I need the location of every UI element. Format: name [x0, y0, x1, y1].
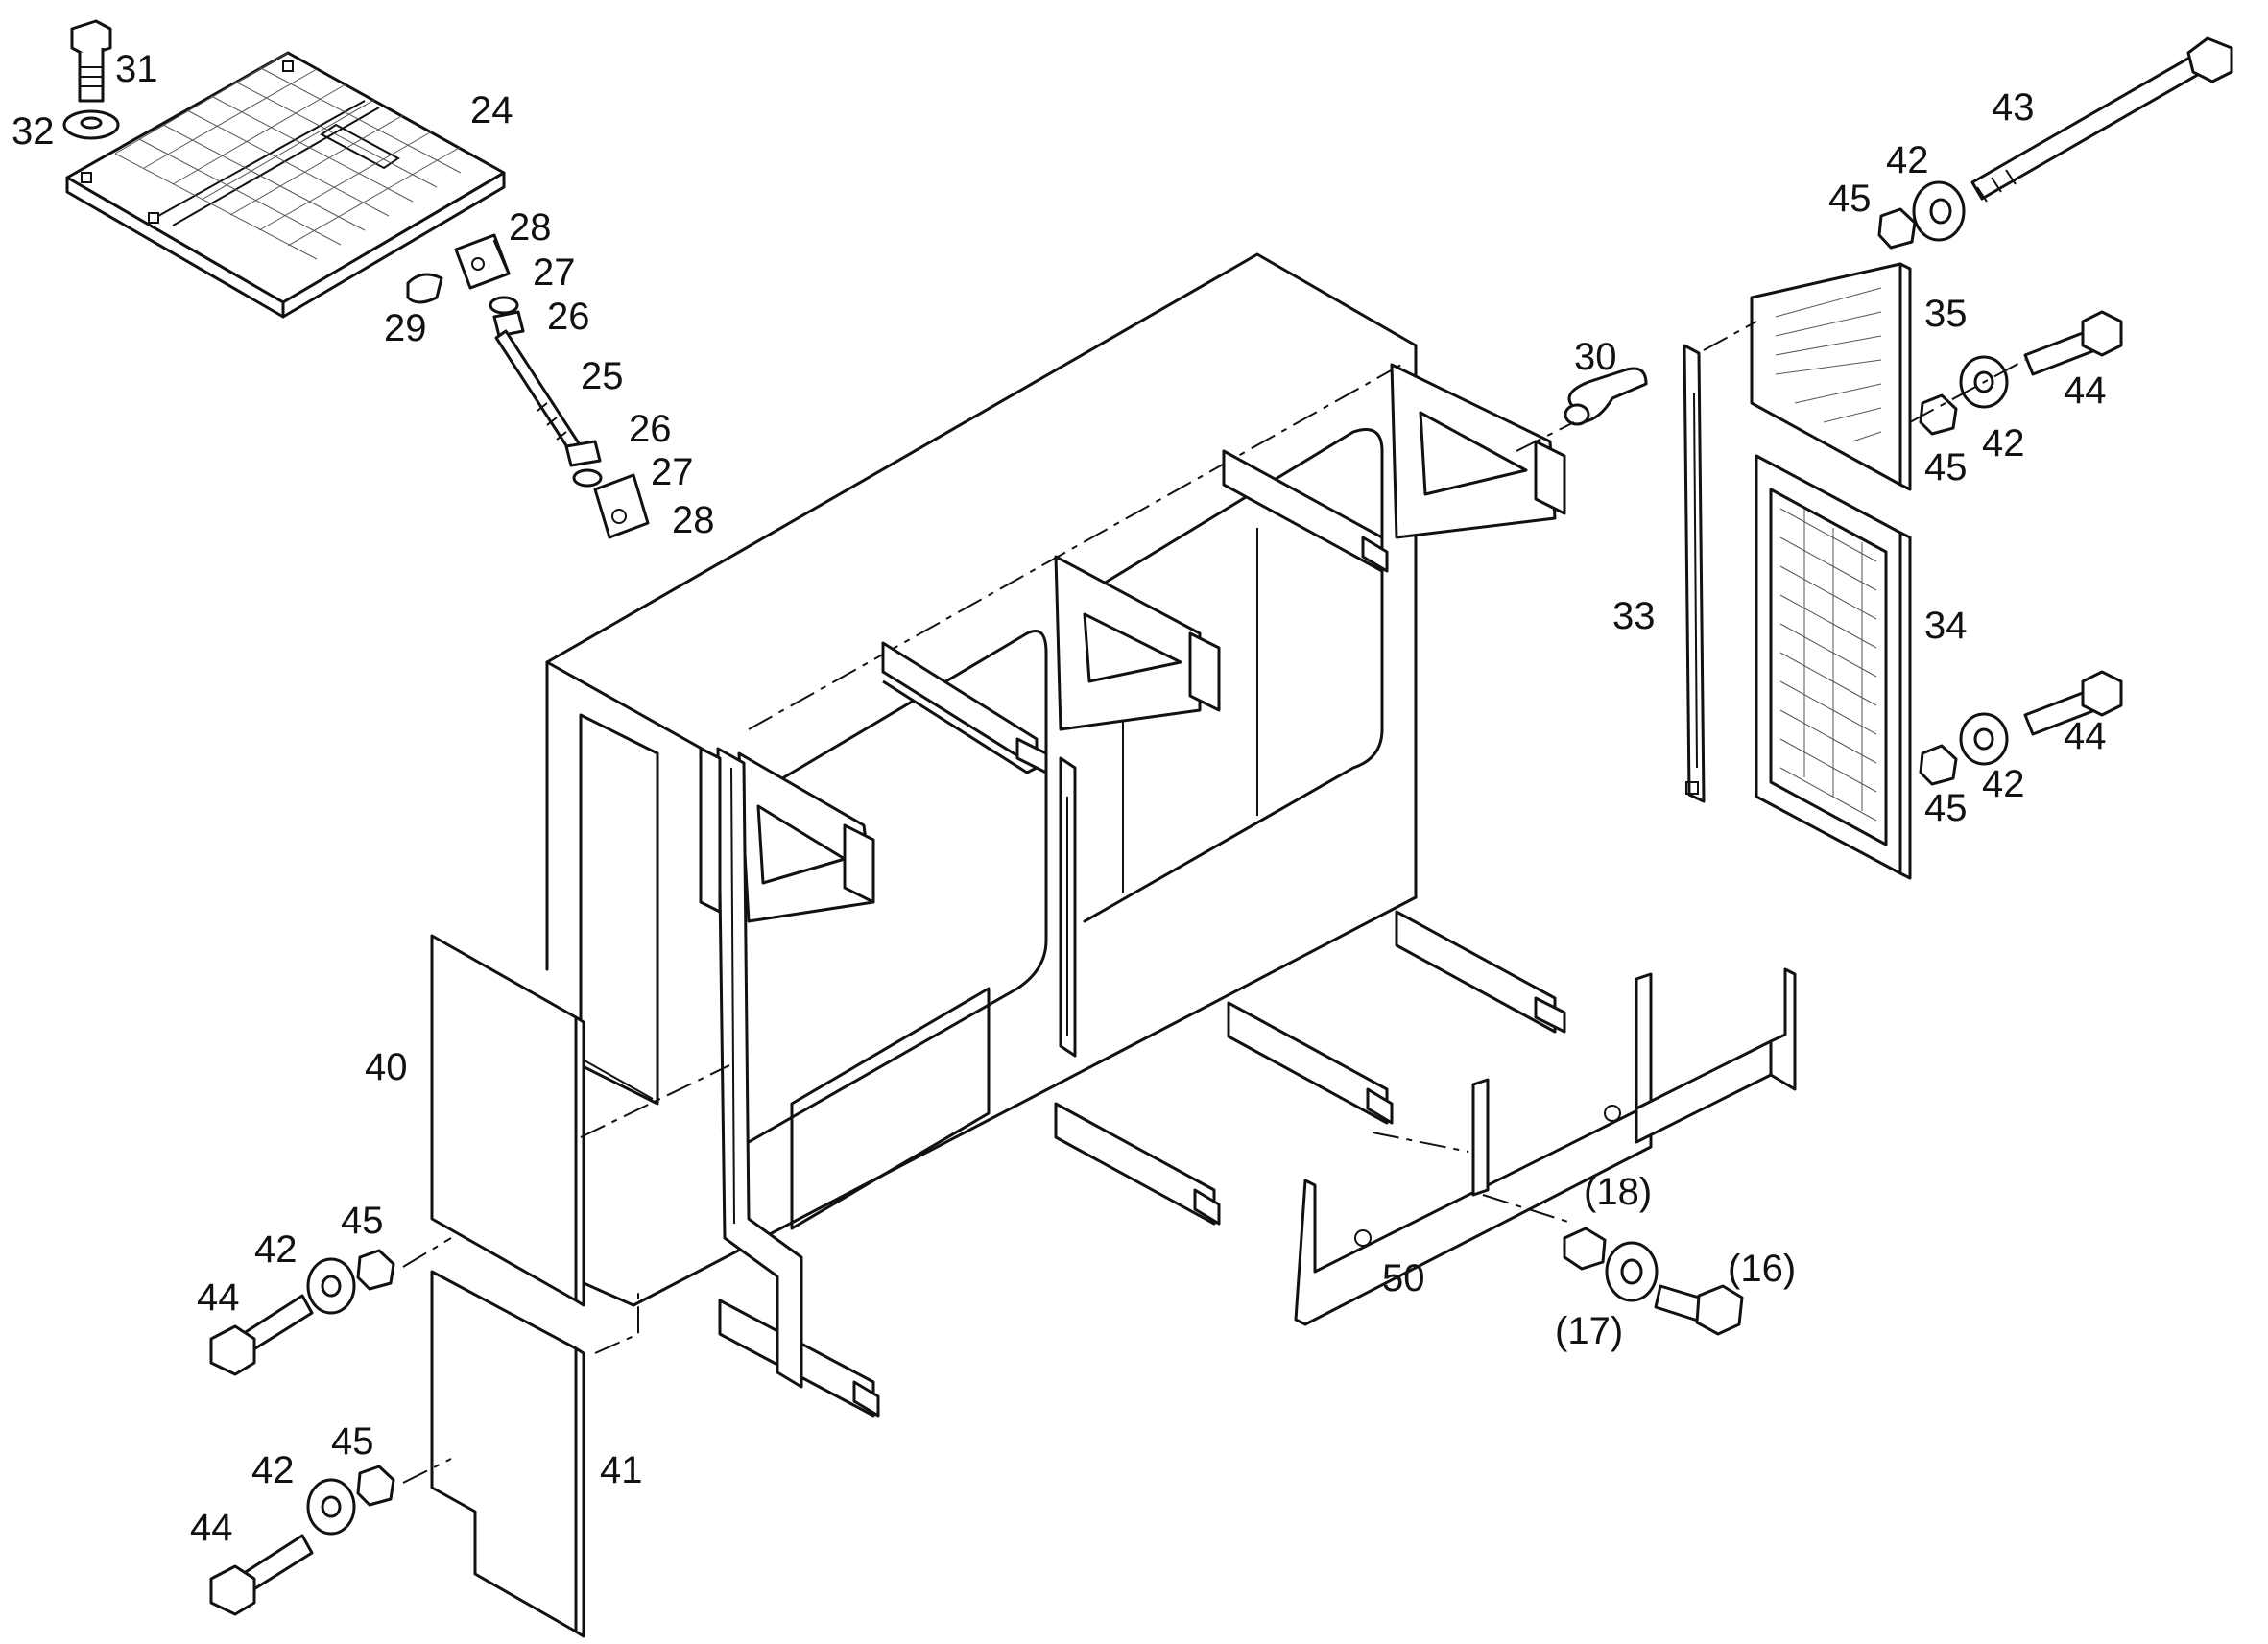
clamp-assembly [406, 233, 650, 539]
callout-26b: 26 [629, 408, 672, 450]
callout-18: (18) [1584, 1171, 1652, 1213]
callout-29: 29 [384, 307, 427, 349]
spacer-30 [1516, 367, 1648, 452]
perforation-grid-34 [1779, 508, 1877, 822]
callout-40: 40 [365, 1046, 408, 1088]
plate-34 [1755, 454, 1912, 880]
callout-44b: 44 [2064, 715, 2107, 757]
callout-42d: 42 [254, 1228, 298, 1271]
callout-28b: 28 [672, 499, 715, 541]
callout-45b: 45 [1924, 446, 1968, 488]
callout-42b: 42 [1982, 422, 2025, 465]
callout-45a: 45 [1828, 178, 1872, 220]
callout-44d: 44 [190, 1507, 233, 1549]
hardware-frame [1563, 1227, 1744, 1336]
perforation-grid [1775, 287, 1882, 442]
callout-27a: 27 [533, 251, 576, 294]
callout-45c: 45 [1924, 787, 1968, 829]
hardware-right-low [1919, 670, 2123, 786]
cover-plate-24 [65, 51, 506, 319]
callout-28a: 28 [509, 206, 552, 249]
hardware-left-lower [209, 1458, 452, 1616]
callout-26a: 26 [547, 296, 590, 338]
side-plate-40 [430, 934, 730, 1307]
callout-27b: 27 [651, 451, 694, 493]
callout-30: 30 [1574, 336, 1617, 378]
callout-16: (16) [1728, 1248, 1796, 1290]
callout-32: 32 [12, 110, 55, 153]
bolt-31 [70, 19, 112, 103]
lower-brackets [718, 910, 1566, 1418]
callout-25: 25 [581, 355, 624, 397]
callout-41: 41 [600, 1449, 643, 1491]
callout-44a: 44 [2064, 369, 2107, 412]
center-vertical-rail [1059, 756, 1077, 1058]
callout-45d: 45 [341, 1200, 384, 1242]
callout-31: 31 [115, 48, 158, 90]
callout-24: 24 [470, 89, 513, 131]
plate-35 [1703, 262, 1912, 491]
callout-45e: 45 [331, 1420, 374, 1463]
left-vertical-rail [699, 747, 803, 1389]
washer-32 [62, 109, 120, 140]
callout-42a: 42 [1886, 139, 1929, 181]
callout-42e: 42 [251, 1449, 295, 1491]
callout-42c: 42 [1982, 763, 2025, 805]
frame-50 [1294, 967, 1797, 1326]
side-plate-41 [430, 1270, 639, 1638]
bolt-43 [1970, 36, 2233, 203]
callout-17: (17) [1555, 1310, 1623, 1352]
cabinet-body [545, 252, 1418, 1307]
callout-labels: 24 25 26 26 27 27 28 28 29 30 31 32 33 3… [12, 48, 2107, 1549]
mesh-grid [114, 52, 462, 260]
hardware-right-upper [1877, 180, 1966, 250]
callout-44c: 44 [197, 1276, 240, 1319]
hardware-right-mid [1909, 310, 2123, 436]
callout-50: 50 [1382, 1257, 1425, 1299]
upper-brackets [737, 363, 1566, 923]
hardware-left-upper [209, 1237, 452, 1376]
callout-33: 33 [1612, 595, 1656, 637]
strip-33 [1683, 344, 1706, 803]
callout-43: 43 [1992, 86, 2035, 129]
callout-35: 35 [1924, 293, 1968, 335]
callout-34: 34 [1924, 605, 1968, 647]
